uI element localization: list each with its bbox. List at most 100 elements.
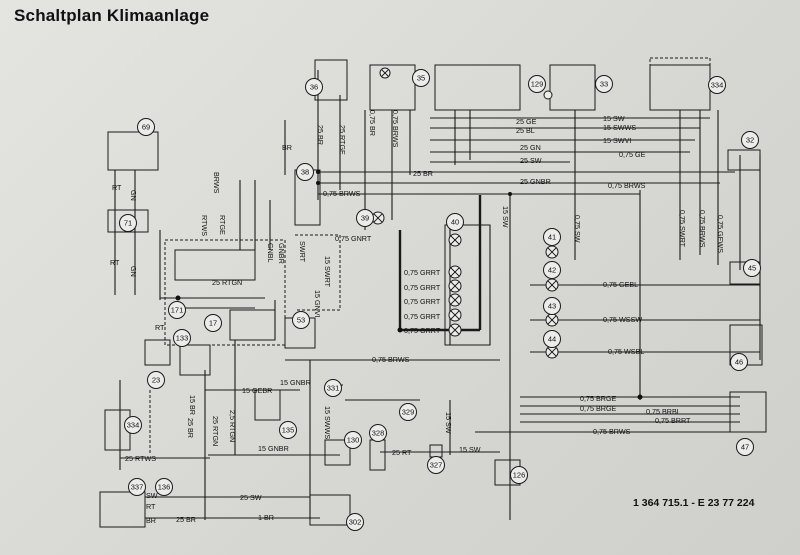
wire-label: 0,75 GRRT: [404, 312, 441, 321]
svg-text:331: 331: [327, 384, 340, 393]
wire-label: 15 SWWS: [603, 123, 636, 132]
wire-label: 0,75 WSBL: [608, 347, 644, 356]
wire-label: 0,75 GRRT: [404, 268, 441, 277]
wire-label: 0,75 GRRT: [404, 326, 441, 335]
wire-label: GNBR: [277, 243, 286, 264]
wire-label: GN: [129, 190, 138, 201]
wire-label: 0,75 BRGE: [580, 404, 617, 413]
wire-label: 15 SW: [444, 412, 453, 434]
svg-text:41: 41: [548, 233, 556, 242]
component-callout-53: 53: [292, 311, 310, 329]
wire-label: 25 GNBR: [520, 177, 551, 186]
svg-text:53: 53: [297, 316, 305, 325]
svg-text:71: 71: [124, 219, 132, 228]
component-callout-17: 17: [204, 314, 222, 332]
wire-label: SWRT: [298, 241, 307, 263]
component-callout-33: 33: [595, 75, 613, 93]
component-callout-133: 133: [173, 329, 191, 347]
wire-label: 0,75 BRWS: [372, 355, 410, 364]
component-callout-36: 36: [305, 78, 323, 96]
wire-label: 25 BR: [176, 515, 196, 524]
svg-text:36: 36: [310, 83, 318, 92]
svg-text:23: 23: [152, 376, 160, 385]
svg-text:327: 327: [430, 461, 443, 470]
svg-text:39: 39: [361, 214, 369, 223]
wire-label: 25 BR: [413, 169, 433, 178]
wire-label: 0,75 BRWS: [608, 181, 646, 190]
component-callout-171: 171: [168, 301, 186, 319]
indicator-lamps: [371, 67, 559, 359]
wire-label: 0,75 SW: [573, 215, 582, 243]
wire-label: 25 SW: [520, 156, 542, 165]
wire-label: 0,75 BRBL: [646, 407, 681, 416]
component-callout-46: 46: [730, 353, 748, 371]
component-callout-38: 38: [296, 163, 314, 181]
wire-label: 0,75 BRGE: [580, 394, 617, 403]
component-callout-135: 135: [279, 421, 297, 439]
wire-label: 0,75 BRWS: [391, 110, 400, 148]
svg-text:32: 32: [746, 136, 754, 145]
wire-label: BRWS: [212, 172, 221, 194]
wire-label: 25 RT: [392, 448, 412, 457]
component-callout-334: 334: [124, 416, 142, 434]
component-callout-43: 43: [543, 297, 561, 315]
wire-label: 25 RTGN: [211, 416, 220, 446]
wire-label: 0,75 GRRT: [404, 283, 441, 292]
component-callout-42: 42: [543, 261, 561, 279]
component-callout-32: 32: [741, 131, 759, 149]
wire-label: RT: [110, 258, 120, 267]
component-callout-23: 23: [147, 371, 165, 389]
svg-text:126: 126: [513, 471, 526, 480]
component-callout-69: 69: [137, 118, 155, 136]
wire-label: BR: [282, 143, 292, 152]
wire-label: 15 SWVI: [603, 136, 631, 145]
wire-label: 0,75 GNRT: [335, 234, 372, 243]
svg-text:337: 337: [131, 483, 144, 492]
component-callout-40: 40: [446, 213, 464, 231]
component-callout-35: 35: [412, 69, 430, 87]
wire-label: 25 GE: [516, 117, 537, 126]
svg-text:38: 38: [301, 168, 309, 177]
wire-label: 15 GNBR: [280, 378, 311, 387]
component-callout-334: 334: [708, 76, 726, 94]
wire-label: 15 SW: [459, 445, 481, 454]
svg-text:44: 44: [548, 335, 556, 344]
wire-label: 0,75 BRRT: [655, 416, 691, 425]
wire-label: 15 SWRT: [323, 256, 332, 288]
svg-text:43: 43: [548, 302, 556, 311]
component-callout-331: 331: [324, 379, 342, 397]
wire-label: 25 BR: [186, 418, 195, 438]
wire-label: 0,75 SWRT: [678, 210, 687, 248]
svg-text:133: 133: [176, 334, 189, 343]
wire-label: 25 SW: [240, 493, 262, 502]
wire-label: RTWS: [200, 215, 209, 236]
wire-label: 0,75 BRWS: [698, 210, 707, 248]
svg-text:334: 334: [711, 81, 724, 90]
svg-text:45: 45: [748, 264, 756, 273]
svg-text:328: 328: [372, 429, 385, 438]
svg-text:130: 130: [347, 436, 360, 445]
svg-text:171: 171: [171, 306, 184, 315]
svg-text:46: 46: [735, 358, 743, 367]
wire-label: 0,75 BRWS: [323, 189, 361, 198]
wire-label: 0,75 GRRT: [404, 297, 441, 306]
wire-label: SW: [146, 491, 158, 500]
wire-label: 15 GNBR: [258, 444, 289, 453]
component-callout-130: 130: [344, 431, 362, 449]
svg-text:334: 334: [127, 421, 140, 430]
wire-label: 0,75 BR: [368, 110, 377, 136]
wire-label: 0,75 GEWS: [716, 215, 725, 253]
svg-text:47: 47: [741, 443, 749, 452]
svg-text:33: 33: [600, 80, 608, 89]
wire-label: 25 RTWS: [125, 454, 156, 463]
wire-label: 0,75 BRWS: [593, 427, 631, 436]
wire-label: 0,75 WSSW: [603, 315, 642, 324]
wire-label: GNBL: [266, 243, 275, 263]
svg-text:35: 35: [417, 74, 425, 83]
component-callout-302: 302: [346, 513, 364, 531]
svg-text:136: 136: [158, 483, 171, 492]
wire-label: 15 SW: [603, 114, 625, 123]
thick-harness-lines: [398, 195, 482, 332]
component-callout-71: 71: [119, 214, 137, 232]
